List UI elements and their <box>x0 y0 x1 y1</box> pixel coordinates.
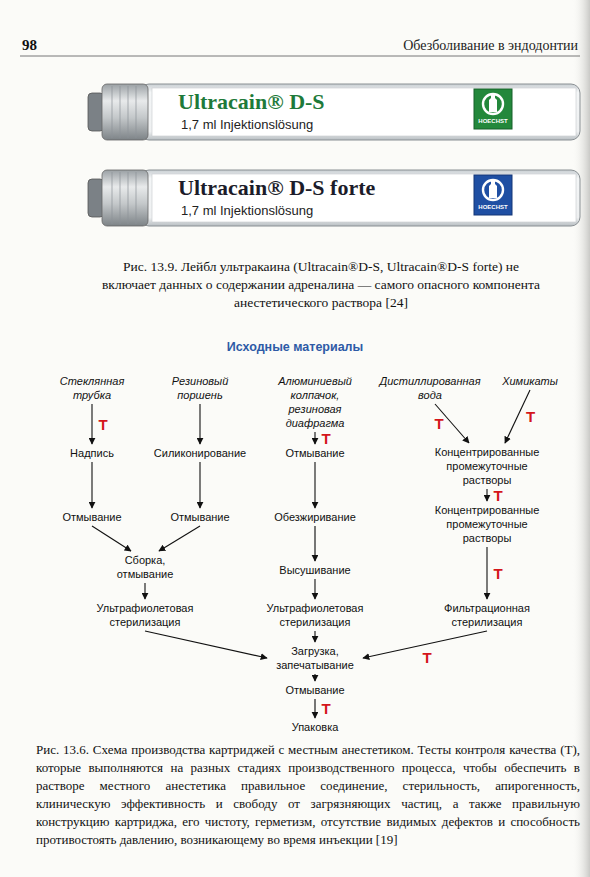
quality-test-mark: T <box>526 409 535 424</box>
process-step: Обезжиривание <box>274 510 356 524</box>
volume-text: 1,7 ml Injektionslösung <box>181 117 461 133</box>
step-text: Высушивание <box>279 563 350 577</box>
process-step: Силиконирование <box>154 446 246 460</box>
flow-arrow <box>92 526 131 551</box>
step-text: Стеклянная трубка <box>52 374 132 402</box>
cartridge <box>88 170 580 226</box>
process-step: Фильтрационная стерилизация <box>432 601 542 629</box>
quality-test-mark: T <box>98 417 107 432</box>
quality-test-mark: T <box>321 431 330 446</box>
step-text: Отмывание <box>285 446 344 460</box>
flow-arrow <box>314 674 315 681</box>
step-text: Упаковка <box>292 720 339 734</box>
hoechst-logo <box>474 175 512 215</box>
flow-arrow <box>314 462 315 508</box>
process-step: Упаковка <box>292 720 339 734</box>
source-material: Химикаты <box>502 374 558 388</box>
logo-text: HOECHST <box>474 118 512 125</box>
quality-test-mark: T <box>422 650 431 665</box>
cap-ridges <box>112 172 136 224</box>
process-step: Отмывание <box>285 446 344 460</box>
process-step: Высушивание <box>279 563 350 577</box>
quality-test-mark: T <box>493 488 502 503</box>
volume-text: 1,7 ml Injektionslösung <box>181 203 461 219</box>
figure-caption: Рис. 13.9. Лейбл ультракаина (Ultracain®… <box>96 258 546 312</box>
source-material: Дистиллированная вода <box>375 374 485 402</box>
step-text: Сборка, отмывание <box>105 553 185 581</box>
flow-arrow <box>91 462 92 508</box>
header-rule <box>20 56 580 57</box>
cartridge <box>88 84 580 140</box>
step-text: Отмывание <box>170 510 229 524</box>
quality-test-mark: T <box>434 416 443 431</box>
aluminium-cap <box>102 170 148 226</box>
flow-arrow <box>145 631 267 658</box>
diagram-title: Исходные материалы <box>0 340 590 354</box>
glass-tube <box>140 170 580 226</box>
process-step: Концентрированные промежуточные растворы <box>427 503 547 545</box>
aluminium-cap <box>102 84 148 140</box>
step-text: Резиновый поршень <box>160 374 240 402</box>
flow-arrow <box>486 489 487 501</box>
quality-test-mark: T <box>493 566 502 581</box>
step-text: Загрузка, запечатывание <box>270 644 360 672</box>
source-material: Алюминиевый колпачок, резиновая диафрагм… <box>273 374 358 430</box>
brand-name: Ultracain® D-S <box>178 89 468 115</box>
process-step: Отмывание <box>62 510 121 524</box>
hoechst-logo <box>474 89 512 129</box>
page-number: 98 <box>22 36 82 54</box>
step-text: Ультрафиолетовая стерилизация <box>260 601 370 629</box>
step-text: Концентрированные промежуточные растворы <box>427 445 547 487</box>
step-text: Алюминиевый колпачок, резиновая диафрагм… <box>273 374 358 430</box>
logo-text: HOECHST <box>474 204 512 211</box>
step-text: Отмывание <box>285 683 344 697</box>
step-text: Химикаты <box>502 374 558 388</box>
flow-arrow <box>486 547 487 599</box>
step-text: Концентрированные промежуточные растворы <box>427 503 547 545</box>
figure-caption: Рис. 13.6. Схема производства картриджей… <box>36 741 580 849</box>
flow-arrow <box>314 699 315 718</box>
flow-arrow <box>314 579 315 599</box>
process-step: Сборка, отмывание <box>105 553 185 581</box>
step-text: Дистиллированная вода <box>375 374 485 402</box>
process-step: Отмывание <box>285 683 344 697</box>
source-material: Стеклянная трубка <box>52 374 132 402</box>
cartridge-label <box>152 88 576 136</box>
flow-arrow <box>91 404 92 444</box>
flow-arrow <box>314 526 315 561</box>
process-step: Ультрафиолетовая стерилизация <box>260 601 370 629</box>
step-text: Ультрафиолетовая стерилизация <box>90 601 200 629</box>
logo-tower <box>489 95 497 112</box>
flow-arrow <box>144 583 145 599</box>
step-text: Обезжиривание <box>274 510 356 524</box>
cartridge-label <box>152 174 576 222</box>
process-step: Концентрированные промежуточные растворы <box>427 445 547 487</box>
flow-arrow <box>199 404 200 444</box>
process-step: Надпись <box>70 446 114 460</box>
flow-arrow <box>314 432 315 444</box>
logo-ring <box>483 94 503 114</box>
brand-name: Ultracain® D-S forte <box>178 175 468 201</box>
logo-tower <box>489 181 497 198</box>
source-material: Резиновый поршень <box>160 374 240 402</box>
running-head: Обезболивание в эндодонтии <box>290 37 578 54</box>
flow-arrow <box>314 631 315 642</box>
flow-arrow <box>435 404 469 443</box>
step-text: Надпись <box>70 446 114 460</box>
flow-arrow <box>159 526 200 551</box>
cap-ridges <box>112 86 136 138</box>
process-step: Отмывание <box>170 510 229 524</box>
step-text: Силиконирование <box>154 446 246 460</box>
logo-ring <box>483 180 503 200</box>
quality-test-mark: T <box>321 701 330 716</box>
glass-tube <box>140 84 580 140</box>
process-step: Загрузка, запечатывание <box>270 644 360 672</box>
process-step: Ультрафиолетовая стерилизация <box>90 601 200 629</box>
step-text: Фильтрационная стерилизация <box>432 601 542 629</box>
flow-arrow <box>199 462 200 508</box>
step-text: Отмывание <box>62 510 121 524</box>
